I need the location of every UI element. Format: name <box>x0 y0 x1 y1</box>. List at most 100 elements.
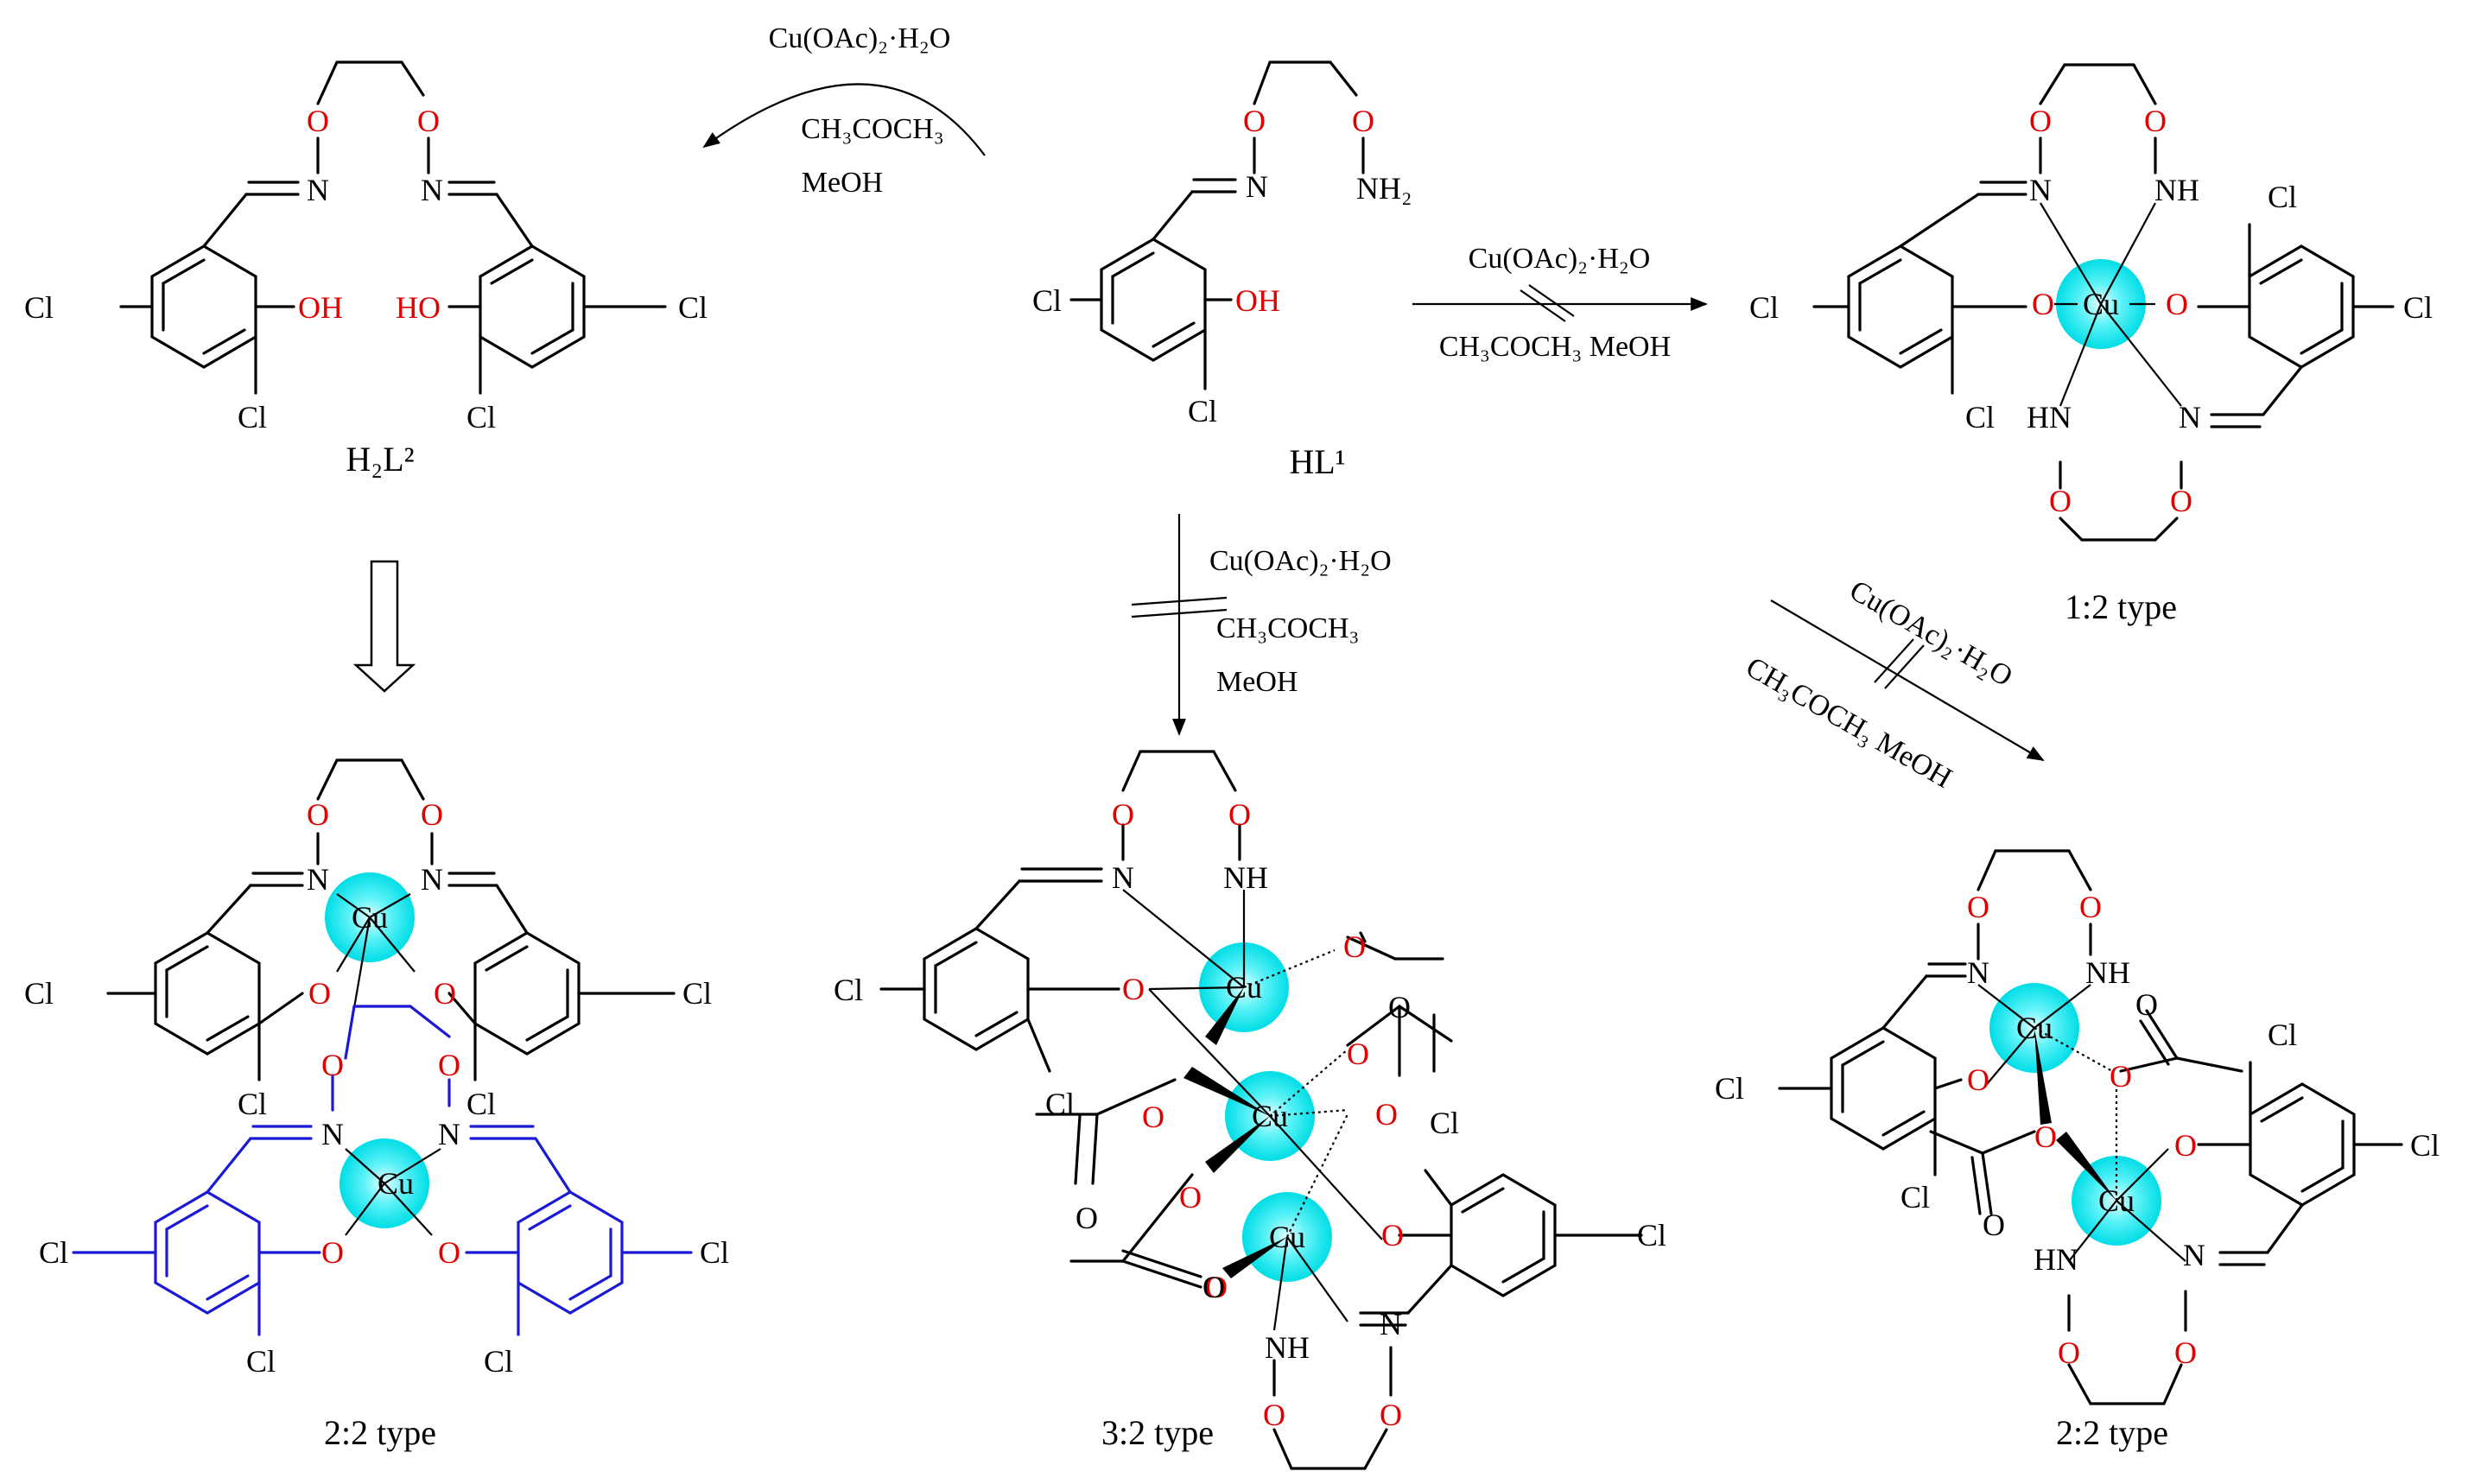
h2l2-cl-atom-3: Cl <box>24 290 54 325</box>
cl-22r-c: Cl <box>2268 1018 2297 1052</box>
o-22r-g: O <box>2034 1119 2057 1154</box>
o-32-k: O <box>1263 1398 1285 1432</box>
o-22r-e: O <box>1967 1062 1989 1097</box>
o-22l-f: O <box>438 1048 460 1082</box>
o-22r-carbonyl-b: O <box>1983 1208 2005 1242</box>
hl1-n-atom: N <box>1246 169 1268 204</box>
n-32-b: N <box>1380 1307 1402 1341</box>
hl1-o-atom-1: O <box>1243 104 1266 138</box>
o-22r-a: O <box>1967 890 1989 924</box>
cu-label-32-c: Cu <box>1269 1220 1305 1254</box>
arrow-to-type-32: Cu(OAc)₂·H₂O CH₃COCH₃ MeOH <box>1131 514 1392 736</box>
label-type-12: 1:2 type <box>2065 587 2177 626</box>
reagent-acetone-methanol-4: CH₃COCH₃ MeOH <box>1741 651 1958 795</box>
cl-22l-g: Cl <box>484 1344 513 1379</box>
n-22r-a: N <box>1967 955 1989 990</box>
n-22l-a: N <box>307 862 329 897</box>
hl1-label: HL¹ <box>1289 442 1345 481</box>
label-type-22-left: 2:2 type <box>324 1413 436 1452</box>
cu-label-22l-top: Cu <box>352 900 388 935</box>
reagent-acetone-methanol-2: CH₃COCH₃ MeOH <box>1439 331 1671 363</box>
o-32-a: O <box>1112 797 1134 832</box>
nh-group-12-a: NH <box>2154 173 2199 207</box>
o-atom-12-f: O <box>2166 287 2188 321</box>
o-atom-12-a: O <box>2029 104 2052 138</box>
complex-type-22-left: Cu Cu N N N N O O O O O O O O Cl Cl Cl C… <box>24 758 729 1452</box>
o-22l-e: O <box>321 1048 344 1082</box>
cu-label-32-a: Cu <box>1226 970 1262 1005</box>
n-32-a: N <box>1112 860 1134 895</box>
reagent-cu-salt-2: Cu(OAc)₂·H₂O <box>1469 243 1651 275</box>
o-32-b: O <box>1228 797 1251 832</box>
h2l2-oh-group: OH <box>298 290 343 325</box>
h2l2-o-atom-1: O <box>307 104 329 138</box>
cu-label-22r-bottom: Cu <box>2098 1183 2135 1218</box>
cl-22r-a: Cl <box>1715 1071 1744 1106</box>
arrow-to-type-12: Cu(OAc)₂·H₂O CH₃COCH₃ MeOH <box>1412 243 1708 363</box>
o-22r-f: O <box>2110 1059 2132 1094</box>
o-22r-carbonyl-a: O <box>2135 987 2158 1022</box>
h2l2-cl-atom-2: Cl <box>466 400 496 434</box>
o-atom-12-c: O <box>2049 484 2072 518</box>
hn-22r-b: HN <box>2034 1242 2078 1277</box>
cl-12-c: Cl <box>2268 180 2297 214</box>
h2l2-o-atom-2: O <box>417 104 440 138</box>
cl-12-a: Cl <box>1749 290 1779 325</box>
nh-32-a: NH <box>1223 860 1268 895</box>
cl-32-a: Cl <box>834 973 863 1007</box>
cl-22l-e: Cl <box>39 1235 68 1270</box>
cl-22l-a: Cl <box>24 976 54 1011</box>
hn-group-12-b: HN <box>2027 400 2072 434</box>
complex-type-22-right: Cu Cu N NH HN N O O O O O O O O O O Cl C… <box>1715 849 2440 1452</box>
h2l2-cl-atom-1: Cl <box>238 400 267 434</box>
hl1-cl-atom-1: Cl <box>1188 394 1217 428</box>
cu-label-22l-bottom: Cu <box>378 1166 414 1201</box>
o-22r-c: O <box>2058 1335 2080 1370</box>
nh-32-b: NH <box>1265 1330 1310 1365</box>
reagent-cu-salt-3: Cu(OAc)₂·H₂O <box>1209 545 1392 577</box>
o-22r-h: O <box>2174 1128 2197 1163</box>
o-22l-d: O <box>434 976 456 1011</box>
n-22r-b: N <box>2183 1238 2205 1272</box>
o-atom-12-e: O <box>2032 287 2054 321</box>
complex-type-12: Cu N NH N HN O O O O O O Cl Cl Cl Cl 1:2… <box>1749 63 2433 626</box>
hl1-nh2-group: NH₂ <box>1356 171 1412 206</box>
o-22r-d: O <box>2174 1335 2197 1370</box>
o-atom-12-b: O <box>2144 104 2167 138</box>
o-22l-g: O <box>321 1235 344 1270</box>
cu-label-32-b: Cu <box>1252 1099 1288 1133</box>
cl-22l-d: Cl <box>682 976 712 1011</box>
h2l2-n-atom-2: N <box>421 173 443 207</box>
o-32-carbonyl-c: O <box>1202 1270 1225 1304</box>
cl-32-b: Cl <box>1045 1087 1075 1121</box>
n-22l-b: N <box>421 862 443 897</box>
o-32-carbonyl-b: O <box>1076 1201 1098 1235</box>
arrow-to-type-22-right: Cu(OAc)₂·H₂O CH₃COCH₃ MeOH <box>1741 574 2045 795</box>
reagent-cu-salt-1: Cu(OAc)₂·H₂O <box>769 22 951 54</box>
hollow-arrow-down <box>352 560 416 693</box>
n-atom-12-b: N <box>2179 400 2201 434</box>
cu-label-22r-top: Cu <box>2016 1011 2053 1045</box>
o-22l-a: O <box>307 797 329 832</box>
o-32-i: O <box>1381 1218 1404 1253</box>
o-32-j: O <box>1205 1270 1228 1304</box>
ligand-h2l2-structure: N N O O OH HO Cl Cl Cl Cl H₂L² <box>24 60 707 479</box>
o-22r-b: O <box>2079 890 2102 924</box>
o-32-d: O <box>1343 929 1366 964</box>
n-atom-12-a: N <box>2029 173 2052 207</box>
hl1-o-atom-2: O <box>1352 104 1374 138</box>
cl-32-d: Cl <box>1637 1218 1666 1253</box>
hl1-oh-group: OH <box>1235 283 1280 318</box>
o-22l-c: O <box>308 976 331 1011</box>
n-22l-c: N <box>321 1117 344 1151</box>
reagent-acetone-3: CH₃COCH₃ <box>1216 612 1359 644</box>
complex-type-32: Cu Cu Cu N NH NH N O O O O O O O O O O O… <box>834 750 1666 1470</box>
ligand-hl1-structure: N O O NH₂ OH Cl Cl HL¹ <box>1032 60 1412 481</box>
h2l2-cl-atom-4: Cl <box>678 290 707 325</box>
n-22l-d: N <box>438 1117 460 1151</box>
cl-22l-h: Cl <box>700 1235 729 1270</box>
cl-22r-d: Cl <box>2410 1128 2440 1163</box>
o-22l-h: O <box>438 1235 460 1270</box>
o-32-l: O <box>1380 1398 1402 1432</box>
